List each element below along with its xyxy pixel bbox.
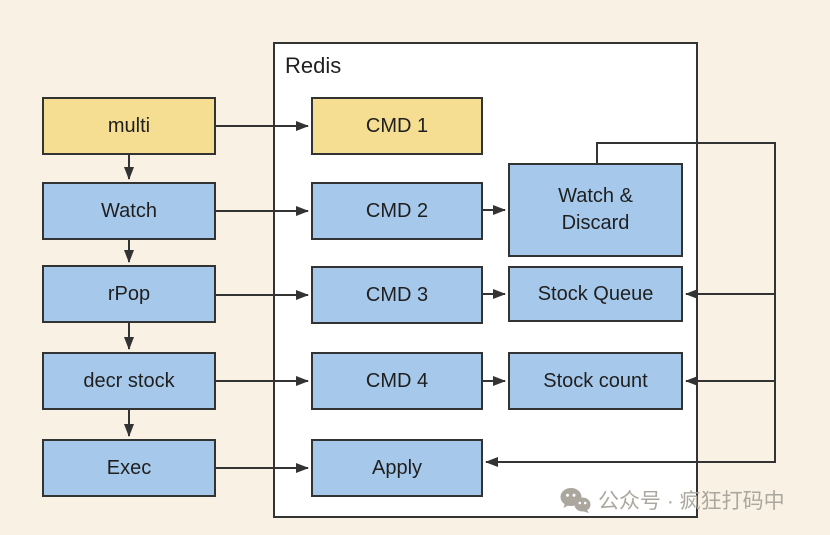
node-cmd3: CMD 3 [311,266,483,324]
node-cmd4: CMD 4 [311,352,483,410]
node-multi-label: multi [107,114,151,137]
node-rpop: rPop [42,265,216,323]
node-stock-queue: Stock Queue [508,266,683,322]
node-watch-label: Watch [101,199,157,222]
node-watch-discard: Watch & Discard [508,163,683,257]
node-stock-count: Stock count [508,352,683,410]
node-apply-label: Apply [371,456,423,479]
node-stock-queue-label: Stock Queue [537,282,654,305]
redis-container-label: Redis [285,53,342,78]
node-cmd4-label: CMD 4 [365,369,429,392]
node-watch: Watch [42,182,216,240]
node-multi: multi [42,97,216,155]
node-apply: Apply [311,439,483,497]
node-cmd3-label: CMD 3 [365,283,429,306]
node-exec-label: Exec [106,456,152,479]
wechat-icon [560,488,591,513]
node-stock-count-label: Stock count [543,369,648,392]
node-watch-discard-label: Watch & Discard [558,185,633,234]
node-exec: Exec [42,439,216,497]
node-decr-stock: decr stock [42,352,216,410]
watermark-text: 公众号 · 疯狂打码中 [598,490,785,513]
node-rpop-label: rPop [107,282,151,305]
node-cmd1: CMD 1 [311,97,483,155]
node-decr-stock-label: decr stock [83,369,175,392]
node-cmd2-label: CMD 2 [365,199,429,222]
watermark: 公众号 · 疯狂打码中 [560,485,785,515]
node-cmd1-label: CMD 1 [365,114,429,137]
node-cmd2: CMD 2 [311,182,483,240]
